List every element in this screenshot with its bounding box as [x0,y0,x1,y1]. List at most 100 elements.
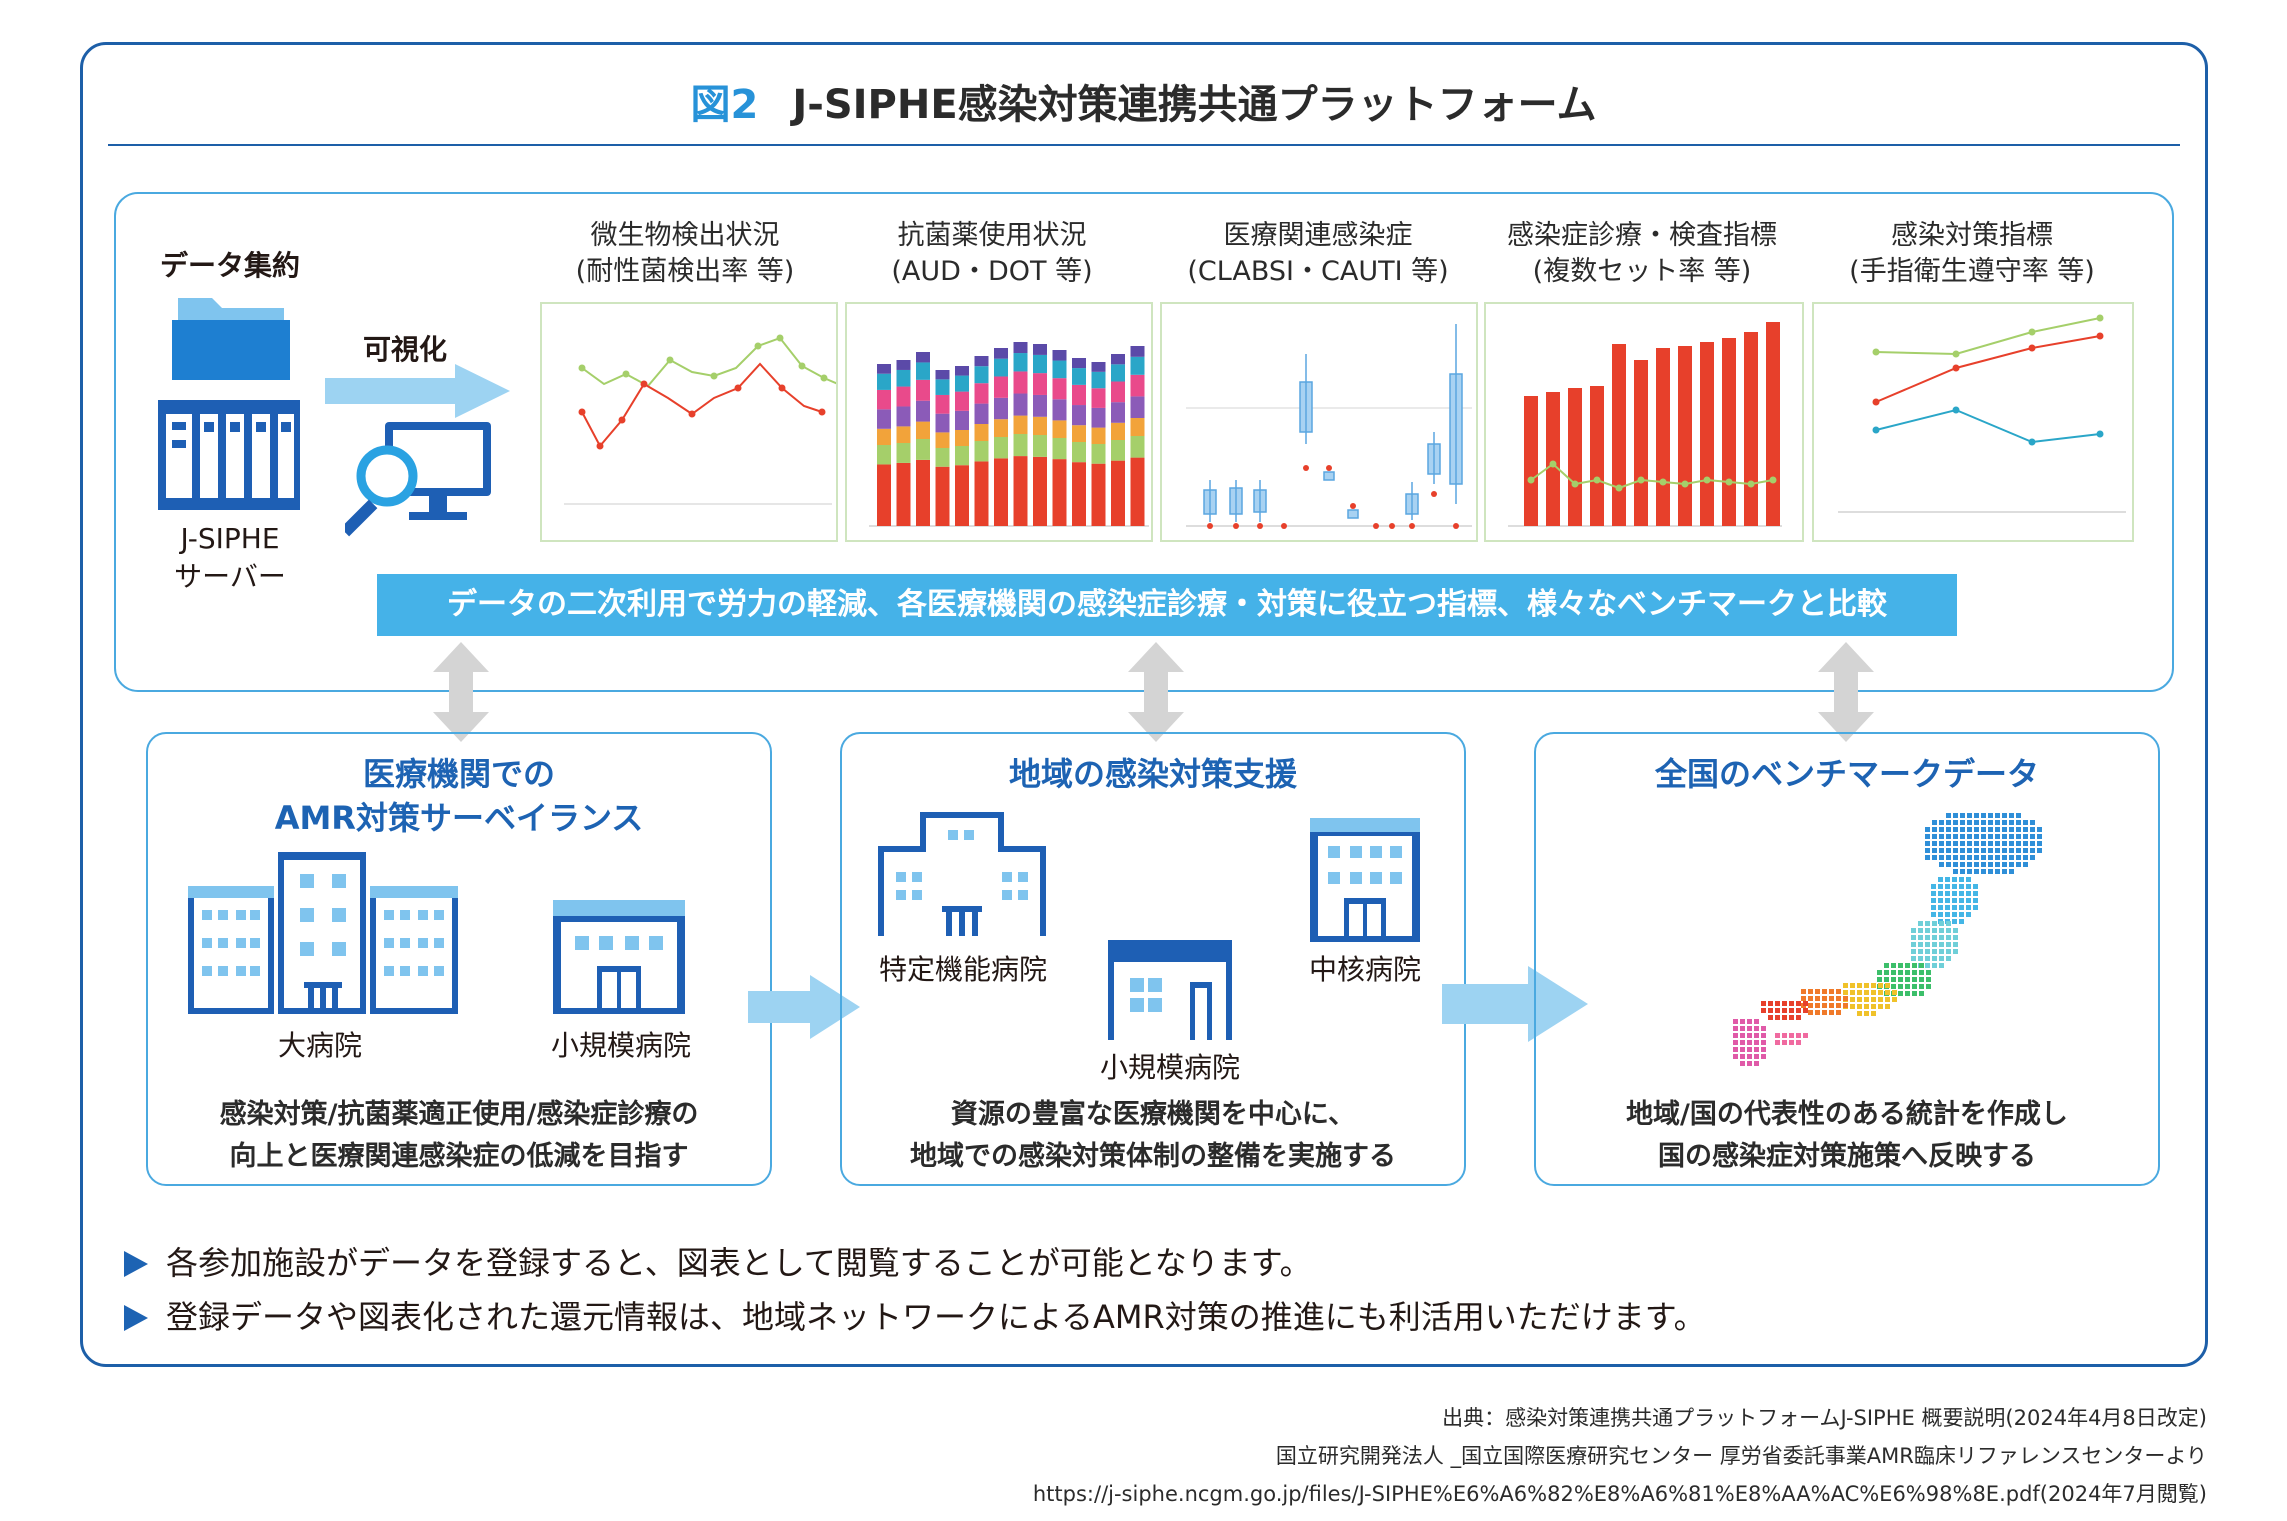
map-dot [2009,827,2014,832]
map-dot [1939,935,1944,940]
map-dot [1952,891,1957,896]
map-dot [1891,963,1896,968]
map-dot [1967,862,1972,867]
map-dot [1995,813,2000,818]
source-line: 国立研究開発法人 _国立国際医療研究センター 厚労省委託事業AMR臨床リファレン… [1275,1444,2207,1468]
map-dot [1892,997,1897,1002]
map-dot [1918,956,1923,961]
map-dot [1988,855,1993,860]
map-dot [1995,820,2000,825]
map-dot [1988,848,1993,853]
stack-segment [916,459,930,526]
map-dot [1939,921,1944,926]
map-dot [1815,1003,1820,1008]
title-divider [108,144,2180,146]
map-dot [1952,898,1957,903]
map-dot [1938,877,1943,882]
stack-segment [877,409,891,429]
map-dot [1966,898,1971,903]
map-dot [1850,983,1855,988]
map-dot [2023,855,2028,860]
map-dot [1796,1033,1801,1038]
map-dot [1953,869,1958,874]
map-dot [1981,855,1986,860]
map-dot [1919,977,1924,982]
stack-segment [1130,346,1145,357]
stack-segment [935,413,950,433]
panel-title-regional: 地域の感染対策支援 [1008,755,1297,793]
map-dot [2009,862,2014,867]
map-dot [1782,1001,1787,1006]
map-dot [1747,1040,1752,1045]
map-dot [1932,834,1937,839]
stack-segment [1013,393,1028,416]
panel-hospital-surveillance [146,732,772,1186]
chart-thumbnail-antibiotic [845,302,1153,542]
map-dot [1988,862,1993,867]
stack-segment [994,437,1008,459]
stack-segment [1130,396,1145,418]
map-dot [1953,834,1958,839]
map-dot [1871,983,1876,988]
map-dot [1878,997,1883,1002]
map-dot [1946,848,1951,853]
map-dot [1981,869,1986,874]
triangle-bullet-icon [124,1251,148,1277]
map-dot [1946,949,1951,954]
stack-segment [955,375,969,392]
map-dot [1974,855,1979,860]
map-dot [1946,813,1951,818]
stack-segment [1111,402,1125,423]
map-dot [1932,949,1937,954]
special-hospital-icon [878,812,1046,936]
map-dot [1898,977,1903,982]
stack-segment [955,410,969,430]
map-dot [1761,1008,1766,1013]
server-icon [158,400,300,510]
map-dot [1981,813,1986,818]
map-dot [2037,834,2042,839]
map-dot [1960,855,1965,860]
stack-segment [1052,438,1067,460]
map-dot [1829,1003,1834,1008]
map-dot [1747,1019,1752,1024]
stack-segment [1033,435,1047,457]
map-dot [1938,891,1943,896]
source-url: https://j-siphe.ncgm.go.jp/files/J-SIPHE… [1032,1482,2207,1506]
map-dot [2002,862,2007,867]
map-dot [1775,1015,1780,1020]
map-dot [1981,820,1986,825]
map-dot [1803,1008,1808,1013]
map-dot [1931,905,1936,910]
map-dot [1932,921,1937,926]
map-dot [1932,935,1937,940]
map-dot [2002,820,2007,825]
stack-segment [994,419,1008,437]
double-arrow-icon [433,642,489,742]
map-dot [2023,841,2028,846]
stack-segment [994,397,1008,420]
map-dot [1796,1040,1801,1045]
stack-segment [974,403,989,424]
map-dot [1761,1001,1766,1006]
stack-segment [1111,354,1125,365]
map-dot [1981,862,1986,867]
map-dot [1966,891,1971,896]
map-dot [1877,977,1882,982]
map-dot [1775,1040,1780,1045]
stack-segment [1072,442,1086,463]
map-dot [1747,1026,1752,1031]
map-dot [2030,820,2035,825]
map-dot [1981,841,1986,846]
map-dot [1836,996,1841,1001]
map-dot [1931,891,1936,896]
map-dot [1912,977,1917,982]
map-dot [1960,869,1965,874]
map-dot [1988,827,1993,832]
map-dot [1843,1003,1848,1008]
stack-segment [935,394,950,414]
map-dot [1995,869,2000,874]
map-dot [1740,1033,1745,1038]
map-dot [1960,813,1965,818]
